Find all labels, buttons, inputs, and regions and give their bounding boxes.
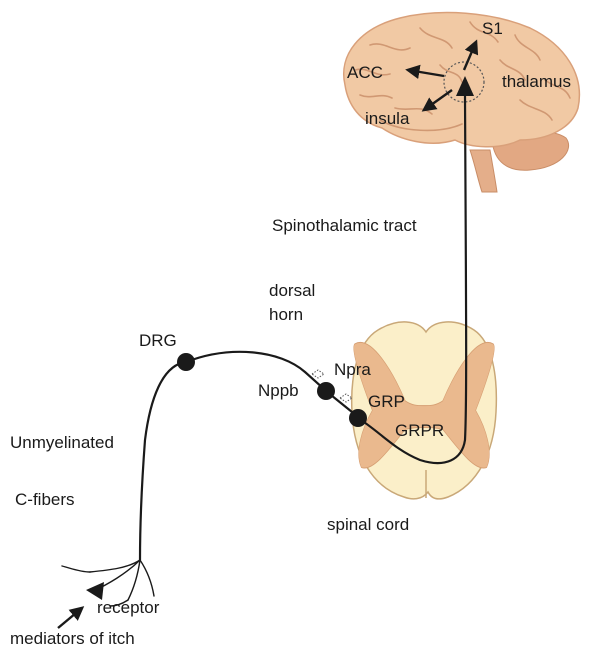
label-horn: horn — [269, 305, 303, 324]
label-npra: Npra — [334, 360, 371, 379]
label-c-fibers: C-fibers — [15, 490, 75, 509]
mediators-arrow — [58, 608, 82, 628]
label-acc: ACC — [347, 63, 383, 82]
label-drg: DRG — [139, 331, 177, 350]
label-insula: insula — [365, 109, 410, 128]
label-unmyelinated: Unmyelinated — [10, 433, 114, 452]
label-mediators-of-itch: mediators of itch — [10, 629, 135, 648]
label-spinothalamic-tract: Spinothalamic tract — [272, 216, 417, 235]
nppb-neuron — [317, 382, 335, 400]
brain — [344, 13, 580, 192]
label-grpr: GRPR — [395, 421, 444, 440]
label-spinal-cord: spinal cord — [327, 515, 409, 534]
drg-cell-body — [177, 353, 195, 371]
label-grp: GRP — [368, 392, 405, 411]
brain-stem — [470, 150, 497, 192]
grp-neuron — [349, 409, 367, 427]
label-nppb: Nppb — [258, 381, 299, 400]
label-thalamus: thalamus — [502, 72, 571, 91]
label-dorsal: dorsal — [269, 281, 315, 300]
label-receptor: receptor — [97, 598, 160, 617]
label-s1: S1 — [482, 19, 503, 38]
